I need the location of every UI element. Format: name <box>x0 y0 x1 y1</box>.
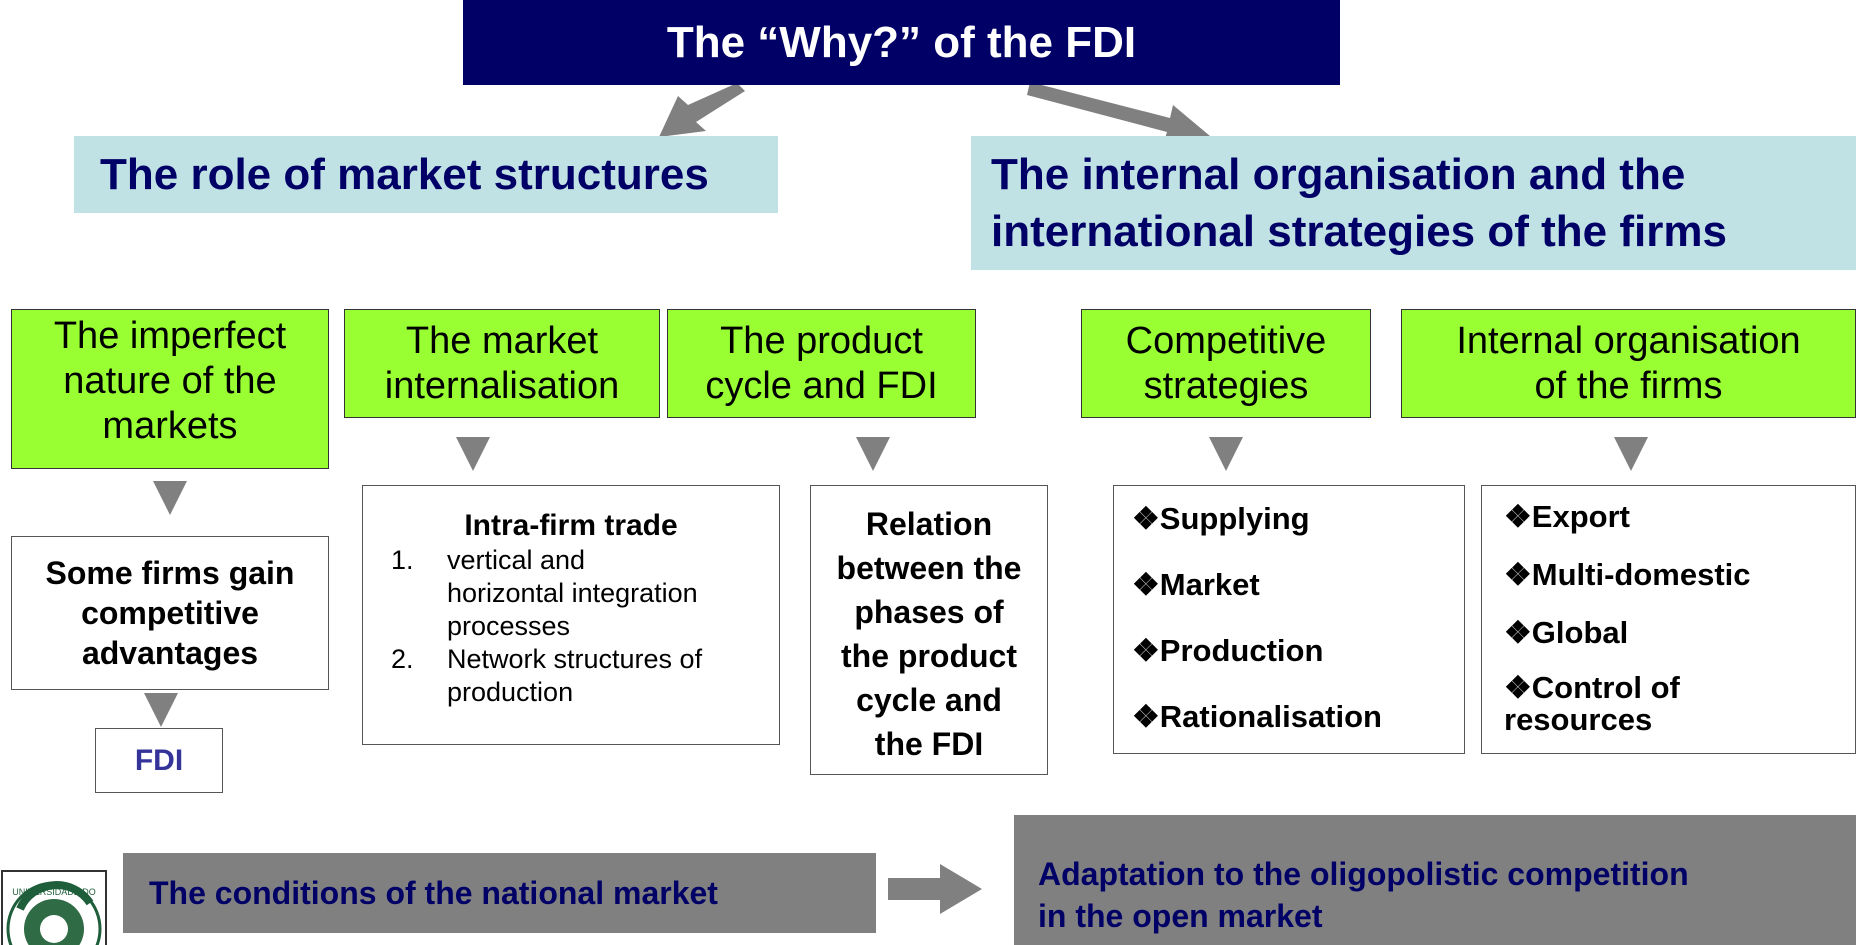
down-arrow-3 <box>456 437 490 471</box>
box-intra-firm-trade: Intra-firm trade 1. vertical and horizon… <box>362 485 780 745</box>
down-arrow-5 <box>1209 437 1243 471</box>
svg-text:UNIVERSIDADE DO: UNIVERSIDADE DO <box>12 887 96 897</box>
category-line: Internal organisation <box>1456 319 1801 362</box>
header-line-2: international strategies of the firms <box>991 207 1727 256</box>
box-line: Some firms gain <box>45 555 295 591</box>
category-line: markets <box>102 405 238 447</box>
box-line: advantages <box>81 635 259 671</box>
oligopolistic-adaptation: Adaptation to the oligopolistic competit… <box>1014 815 1856 945</box>
category-product-cycle: The product cycle and FDI <box>667 309 976 418</box>
category-line: Competitive <box>1125 319 1327 362</box>
arrow-to-left-header <box>659 83 745 137</box>
category-line: internalisation <box>384 364 620 407</box>
header-market-structures: The role of market structures <box>74 136 778 213</box>
box-fdi: FDI <box>95 728 223 793</box>
box-organisation-types: ❖Export ❖Multi-domestic ❖Global ❖Control… <box>1481 485 1856 754</box>
header-line-1: The internal organisation and the <box>991 150 1686 199</box>
category-market-internalisation: The market internalisation <box>344 309 660 418</box>
diamond-bullet-icon: ❖ <box>1132 501 1160 536</box>
list-item: 2. Network structures of production <box>363 643 779 709</box>
bullet-item: ❖Export <box>1504 499 1630 534</box>
box-line: competitive <box>81 595 259 631</box>
intra-firm-heading: Intra-firm trade <box>464 509 678 542</box>
down-arrow-6 <box>1614 437 1648 471</box>
page-title: The “Why?” of the FDI <box>463 0 1340 85</box>
list-number: 2. <box>391 644 414 674</box>
diamond-bullet-icon: ❖ <box>1132 699 1160 734</box>
category-imperfect-markets: The imperfect nature of the markets <box>11 309 329 469</box>
diamond-bullet-icon: ❖ <box>1504 499 1532 534</box>
bullet-item: ❖Supplying <box>1132 501 1310 536</box>
list-number: 1. <box>391 545 414 575</box>
arrow-to-right-header <box>1027 82 1210 145</box>
box-line: Relation <box>865 506 993 542</box>
list-line: production <box>447 677 574 707</box>
list-line: vertical and <box>447 545 586 575</box>
category-internal-organisation: Internal organisation of the firms <box>1401 309 1856 418</box>
arrow-conditions-to-adaptation <box>888 864 982 914</box>
diamond-bullet-icon: ❖ <box>1132 633 1160 668</box>
down-arrow-2 <box>144 693 178 727</box>
box-line: between the <box>836 550 1022 586</box>
box-line: the product <box>841 638 1017 674</box>
list-line: horizontal integration <box>447 578 698 608</box>
diamond-bullet-icon: ❖ <box>1132 567 1160 602</box>
list-line: processes <box>447 611 571 641</box>
box-competitive-strategies: ❖Supplying ❖Market ❖Production ❖Rational… <box>1113 485 1465 754</box>
category-line: The product <box>720 319 923 362</box>
category-line: strategies <box>1143 364 1309 407</box>
adaptation-line-2: in the open market <box>1038 898 1323 934</box>
down-arrow-4 <box>856 437 890 471</box>
category-line: cycle and FDI <box>705 364 938 407</box>
box-line: phases of <box>854 594 1004 630</box>
intra-firm-list: 1. vertical and horizontal integration p… <box>363 544 779 709</box>
list-line: Network structures of <box>447 644 703 674</box>
category-line: nature of the <box>63 360 277 402</box>
header-internal-organisation: The internal organisation and the intern… <box>971 136 1856 270</box>
category-line: of the firms <box>1534 364 1723 407</box>
diamond-bullet-icon: ❖ <box>1504 615 1532 650</box>
bullet-item: ❖Production <box>1132 633 1324 668</box>
national-market-conditions: The conditions of the national market <box>123 853 876 933</box>
box-line: the FDI <box>874 726 984 762</box>
bullet-item: ❖Global <box>1504 615 1629 650</box>
adaptation-line-1: Adaptation to the oligopolistic competit… <box>1038 856 1689 892</box>
box-line: cycle and <box>856 682 1002 718</box>
bullet-item: ❖Multi-domestic <box>1504 557 1751 592</box>
category-competitive-strategies: Competitive strategies <box>1081 309 1371 418</box>
box-competitive-advantages: Some firms gain competitive advantages <box>11 536 329 690</box>
list-item: 1. vertical and horizontal integration p… <box>363 544 779 643</box>
category-line: The imperfect <box>53 315 287 357</box>
box-product-cycle-relation: Relation between the phases of the produ… <box>810 485 1048 775</box>
diamond-bullet-icon: ❖ <box>1504 557 1532 592</box>
bullet-item: ❖Market <box>1132 567 1260 602</box>
diamond-bullet-icon: ❖ <box>1504 670 1532 705</box>
category-line: The market <box>405 319 599 362</box>
down-arrow-1 <box>153 481 187 515</box>
bullet-item: ❖Rationalisation <box>1132 699 1382 734</box>
university-logo-icon: UNIVERSIDADE DO <box>1 870 107 945</box>
